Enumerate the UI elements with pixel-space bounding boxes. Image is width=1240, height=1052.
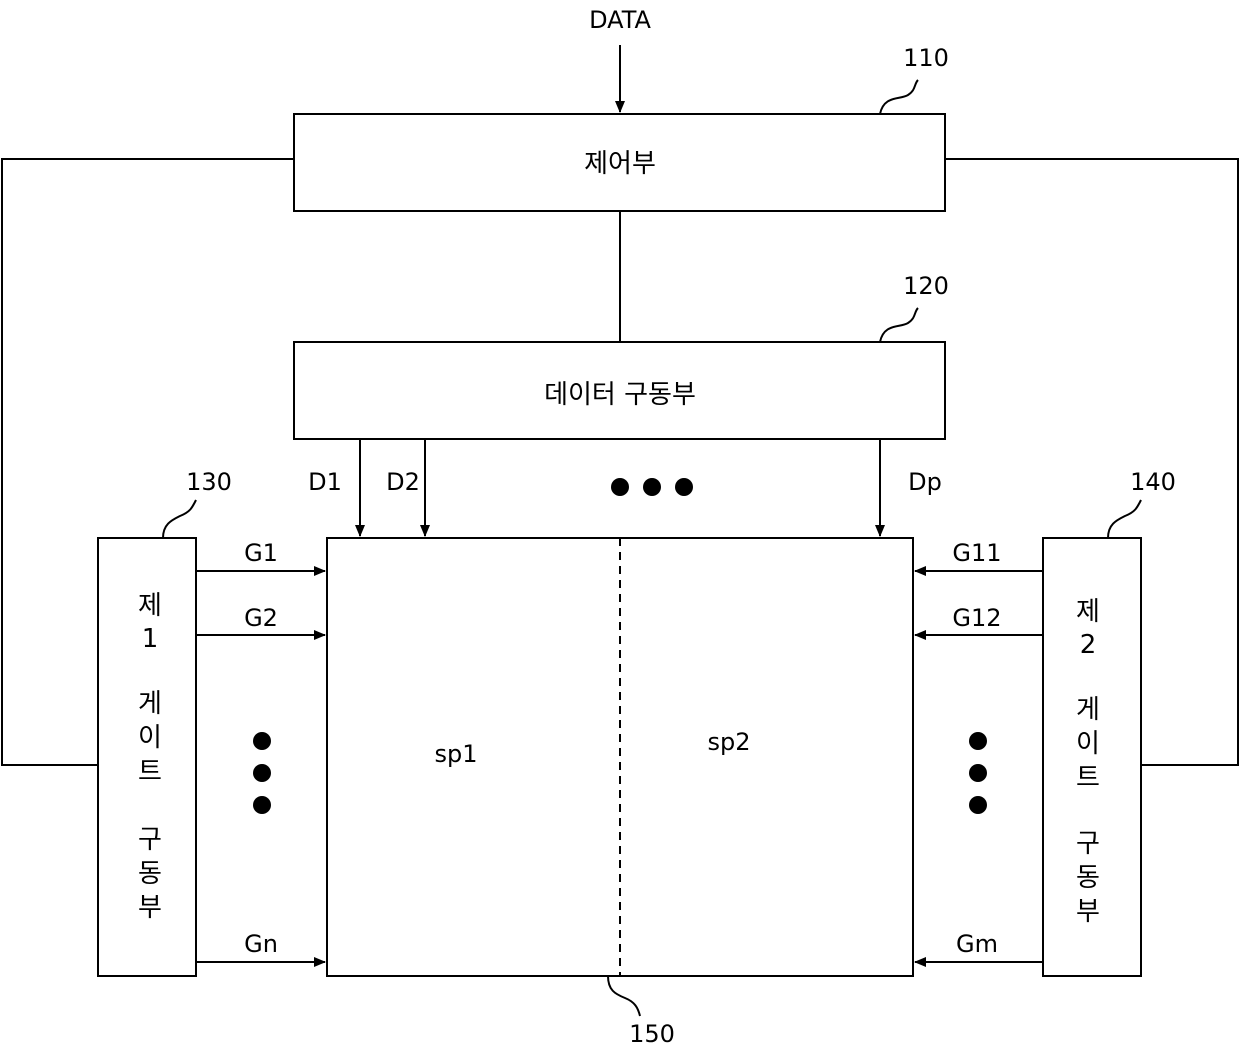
gate-driver-1-char: 1 xyxy=(142,624,159,654)
data-driver-label: 데이터 구동부 xyxy=(544,380,696,410)
gate-driver-2-ref-leader xyxy=(1108,500,1141,538)
gate-line-g11-label: G11 xyxy=(952,539,1001,567)
gate-driver-1-char: 트 xyxy=(138,757,162,787)
gate-line-g2-label: G2 xyxy=(244,604,278,632)
sub-panel-sp2-label: sp2 xyxy=(707,728,750,756)
sub-panel-sp1-label: sp1 xyxy=(434,740,477,768)
data-lines-ellipsis xyxy=(611,478,693,496)
left-gate-lines-ellipsis xyxy=(253,732,271,814)
gate-driver-2-char: 이 xyxy=(1076,729,1100,759)
gate-driver-2-char: 2 xyxy=(1080,630,1097,660)
data-input-label: DATA xyxy=(589,6,651,34)
gate-driver-2-char: 제 xyxy=(1076,597,1100,627)
gate-driver-2-char: 구 xyxy=(1076,829,1100,859)
data-line-d1-label: D1 xyxy=(308,468,342,496)
gate-driver-1-char: 이 xyxy=(138,723,162,753)
display-panel-box xyxy=(327,538,913,976)
gate-driver-1-char: 게 xyxy=(138,689,162,719)
gate-driver-1-ref-leader xyxy=(163,500,196,538)
gate-driver-2-ref: 140 xyxy=(1130,468,1176,496)
gate-driver-1-char: 구 xyxy=(138,825,162,855)
gate-driver-1-char: 제 xyxy=(138,591,162,621)
gate-driver-1-ref: 130 xyxy=(186,468,232,496)
gate-driver-1-char: 동 xyxy=(138,859,162,889)
gate-driver-2-char: 게 xyxy=(1076,695,1100,725)
right-gate-lines-ellipsis xyxy=(969,732,987,814)
panel-ref: 150 xyxy=(629,1020,675,1048)
gate-line-gn-label: Gn xyxy=(244,930,278,958)
panel-ref-leader xyxy=(608,976,640,1016)
data-driver-ref-leader xyxy=(880,308,918,342)
controller-ref-leader xyxy=(880,80,918,114)
gate-driver-2-char: 동 xyxy=(1076,863,1100,893)
data-driver-ref: 120 xyxy=(903,272,949,300)
data-line-dp-label: Dp xyxy=(908,468,942,496)
gate-driver-1-char: 부 xyxy=(138,893,162,923)
controller-label: 제어부 xyxy=(584,149,656,179)
gate-line-g12-label: G12 xyxy=(952,604,1001,632)
gate-line-gm-label: Gm xyxy=(956,930,998,958)
data-line-d2-label: D2 xyxy=(386,468,420,496)
gate-line-g1-label: G1 xyxy=(244,539,278,567)
gate-driver-2-char: 트 xyxy=(1076,763,1100,793)
gate-driver-2-char: 부 xyxy=(1076,897,1100,927)
controller-ref: 110 xyxy=(903,44,949,72)
